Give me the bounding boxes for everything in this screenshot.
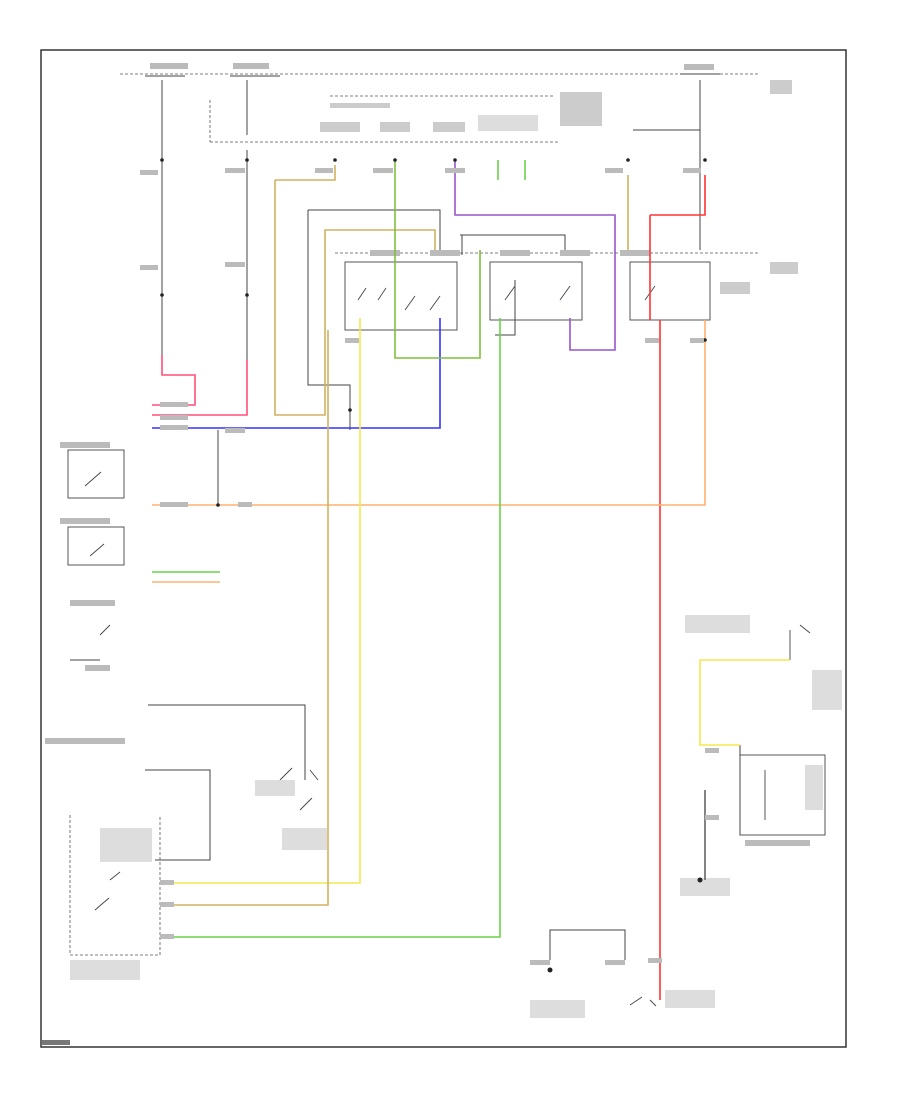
connector-dots [160,158,707,973]
wire-code-tags [140,168,719,965]
multifunction-switch [45,738,161,980]
lower-mid-relay [255,767,327,850]
colored-wires [152,160,790,1000]
diagram-frame [40,49,847,1048]
top-power-rail [120,63,792,94]
black-wires [145,80,741,861]
right-component-group [680,615,842,896]
left-switch-group [60,442,125,671]
page-mark [42,1040,70,1045]
bottom-connectors [530,929,715,1018]
relay-box [335,250,798,331]
control-module [209,92,602,143]
